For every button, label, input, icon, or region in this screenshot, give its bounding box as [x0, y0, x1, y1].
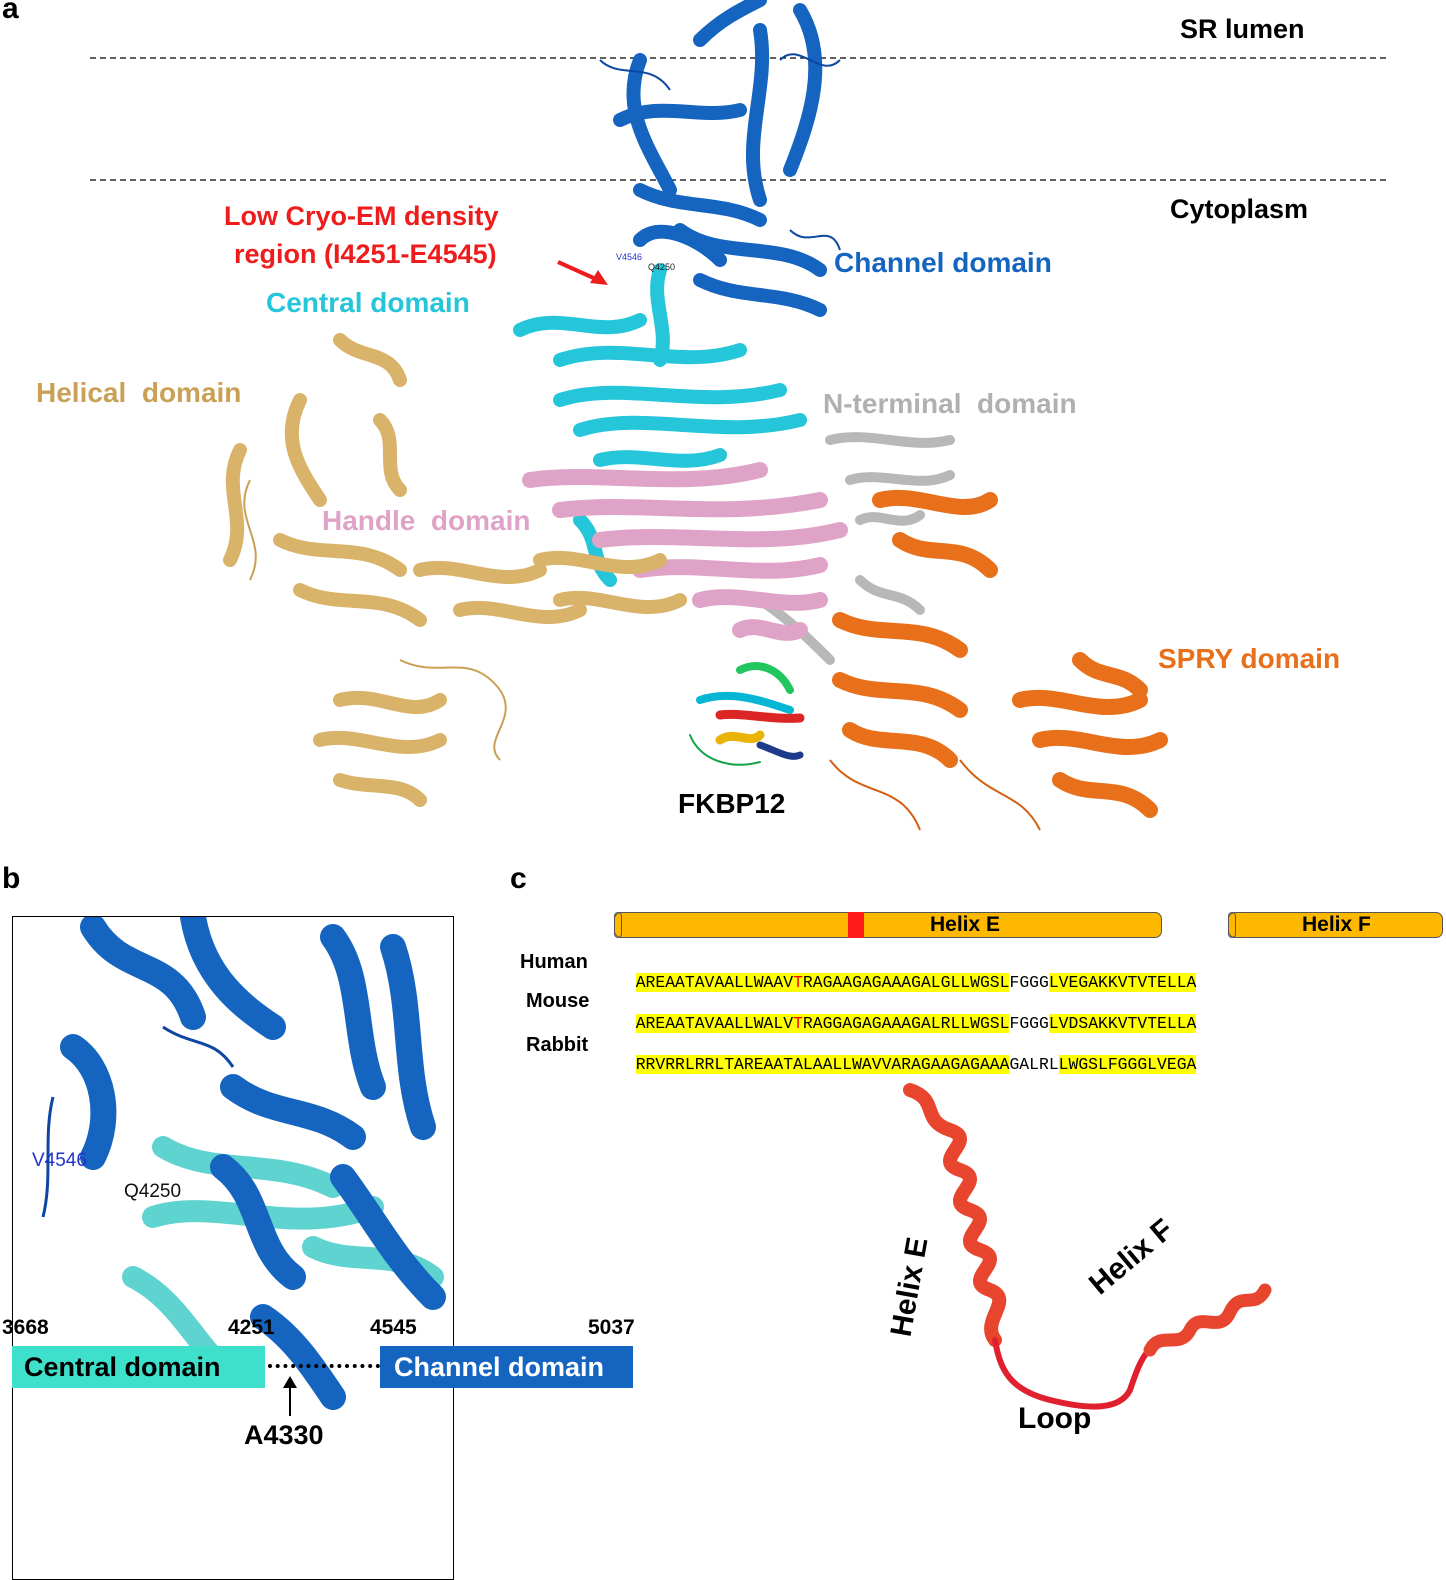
- spry-domain-label: SPRY domain: [1158, 643, 1341, 674]
- helical-domain-structure: [223, 333, 687, 807]
- dotted-linker: [268, 1364, 380, 1368]
- rabbit-seq-loop: GALRL: [1009, 1055, 1059, 1074]
- fkbp12-label: FKBP12: [678, 788, 786, 819]
- panel-b-letter: b: [2, 862, 21, 895]
- low-density-label-line1: Low Cryo-EM density: [224, 201, 499, 231]
- zoom-structure-image: [13, 917, 453, 1579]
- pos-4545-label: 4545: [370, 1316, 417, 1339]
- rabbit-seq-hl2: LWGSLFGGGLVEGA: [1058, 1055, 1197, 1074]
- panel-c-letter: c: [510, 862, 527, 895]
- central-domain-label: Central domain: [266, 287, 470, 318]
- sequence-human: AREAATAVAALLWAAVTRAGAAGAGAAAGALGLLWGSLFG…: [616, 954, 1197, 992]
- panel-a-letter: a: [2, 0, 19, 25]
- marker-q4250-label: Q4250: [648, 262, 676, 272]
- helix-f-ribbon: [1143, 1283, 1272, 1357]
- fkbp12-structure: [689, 662, 805, 766]
- spry-domain-structure: [832, 489, 1168, 818]
- sequence-rabbit: RRVRRLRRLTAREAATALAALLWAVVARAGAAGAGAAAGA…: [616, 1036, 1197, 1074]
- handle-domain-structure: [522, 462, 848, 641]
- central-domain-bar: [12, 1346, 265, 1388]
- nterminal-domain-label: N-terminal domain: [823, 388, 1077, 419]
- helix-f-cylinder-label: Helix F: [1302, 913, 1371, 936]
- helix-e-cylinder-label: Helix E: [930, 913, 1001, 936]
- channel-domain-bar-label: Channel domain: [394, 1352, 605, 1382]
- pos-5037-label: 5037: [588, 1316, 635, 1339]
- species-human: Human: [520, 951, 588, 973]
- channel-domain-bar: [380, 1346, 633, 1388]
- mouse-seq-pre: AREAATAVAALLWALV: [635, 1014, 794, 1033]
- helix-loop-helix-structure: [903, 1083, 1272, 1410]
- nterminal-domain-structure: [755, 432, 955, 665]
- human-seq-end: LVEGAKKVTVTELLA: [1048, 973, 1197, 992]
- pos-3668-label: 3668: [2, 1316, 49, 1339]
- low-density-arrow: [557, 260, 599, 282]
- human-seq-loop: FGGG: [1009, 973, 1049, 992]
- helix-e-cylinder: [614, 912, 1162, 938]
- loop-ribbon: [992, 1337, 1153, 1410]
- helix-e-ribbon: [903, 1083, 1007, 1347]
- cytoplasm-label: Cytoplasm: [1170, 194, 1309, 224]
- struct-loop-label: Loop: [1018, 1402, 1092, 1435]
- central-domain-structure: [513, 263, 807, 587]
- central-domain-bar-label: Central domain: [24, 1352, 221, 1382]
- a4330-arrow: [283, 1376, 297, 1416]
- channel-domain-label: Channel domain: [834, 247, 1052, 278]
- panel-a-structure: [90, 0, 1386, 831]
- helical-domain-label: Helical domain: [36, 377, 242, 408]
- human-seq-post: RAGAAGAGAAAGALGLLWGSL: [802, 973, 1010, 992]
- sr-lumen-label: SR lumen: [1180, 14, 1305, 44]
- human-seq-pre: AREAATAVAALLWAAV: [635, 973, 794, 992]
- zoom-q4250-label: Q4250: [124, 1181, 182, 1202]
- a4330-label: A4330: [244, 1420, 324, 1450]
- mouse-seq-mut: T: [793, 1014, 803, 1033]
- helix-f-cylinder: [1228, 912, 1443, 938]
- mouse-seq-end: LVDSAKKVTVTELLA: [1048, 1014, 1197, 1033]
- mouse-seq-loop: FGGG: [1009, 1014, 1049, 1033]
- zoom-v4546-label: V4546: [32, 1150, 87, 1171]
- handle-domain-label: Handle domain: [322, 505, 531, 536]
- sequence-mouse: AREAATAVAALLWALVTRAGGAGAGAAAGALRLLWGSLFG…: [616, 995, 1197, 1033]
- species-mouse: Mouse: [526, 990, 590, 1012]
- helix-e-cylinder-cap: [614, 912, 622, 938]
- pos-4251-label: 4251: [228, 1316, 275, 1339]
- low-density-label-line2: region (I4251-E4545): [234, 239, 497, 269]
- human-seq-mut: T: [793, 973, 803, 992]
- helix-f-cylinder-cap: [1228, 912, 1236, 938]
- low-density-arrowhead: [590, 270, 608, 285]
- species-rabbit: Rabbit: [526, 1034, 589, 1056]
- mutation-marker: [848, 912, 864, 938]
- rabbit-seq-hl1: RRVRRLRRLTAREAATALAALLWAVVARAGAAGAGAAA: [635, 1055, 1010, 1074]
- channel-domain-structure: [613, 0, 827, 317]
- mouse-seq-post: RAGGAGAGAAAGALRLLWGSL: [802, 1014, 1010, 1033]
- zoom-structure-box: [12, 916, 454, 1580]
- marker-v4546-label: V4546: [616, 252, 643, 262]
